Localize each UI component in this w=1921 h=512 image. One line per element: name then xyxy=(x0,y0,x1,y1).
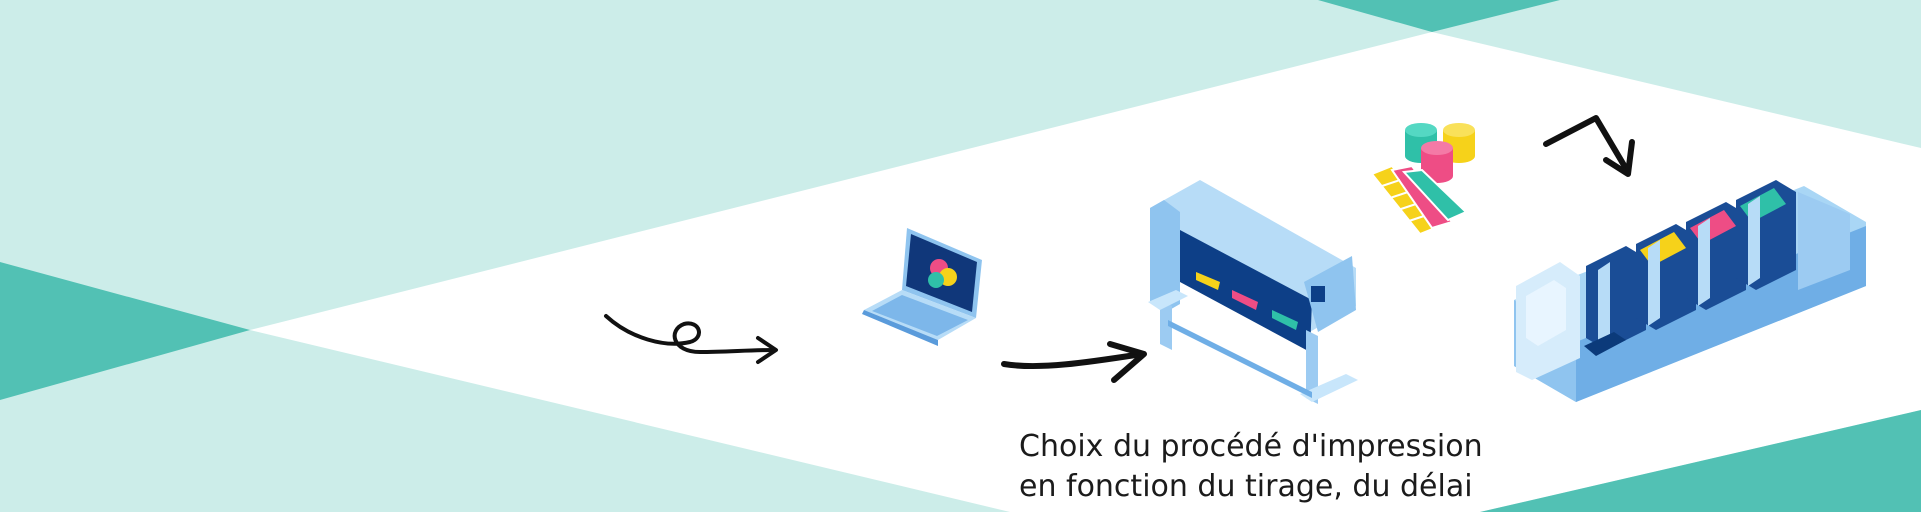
background-teal-wedge-left xyxy=(0,262,250,400)
background-teal-wedge-top xyxy=(1318,0,1560,32)
caption-line-1: Choix du procédé d'impression xyxy=(1019,429,1483,464)
ink-pots-icon xyxy=(1405,123,1475,183)
background-white-band xyxy=(250,32,1921,512)
arrow-to-plotter xyxy=(1001,341,1147,383)
color-swatches-icon xyxy=(1370,164,1468,236)
plotter-printer-icon xyxy=(1148,180,1358,404)
background-teal-wedge-bottom xyxy=(1480,410,1921,512)
process-caption: Choix du procédé d'impression en fonctio… xyxy=(1019,427,1539,507)
caption-line-2: en fonction du tirage, du délai xyxy=(1019,469,1473,504)
curly-arrow xyxy=(604,314,778,364)
offset-press-icon xyxy=(1514,180,1866,402)
laptop-icon xyxy=(862,228,982,346)
arrow-to-press xyxy=(1543,115,1635,177)
